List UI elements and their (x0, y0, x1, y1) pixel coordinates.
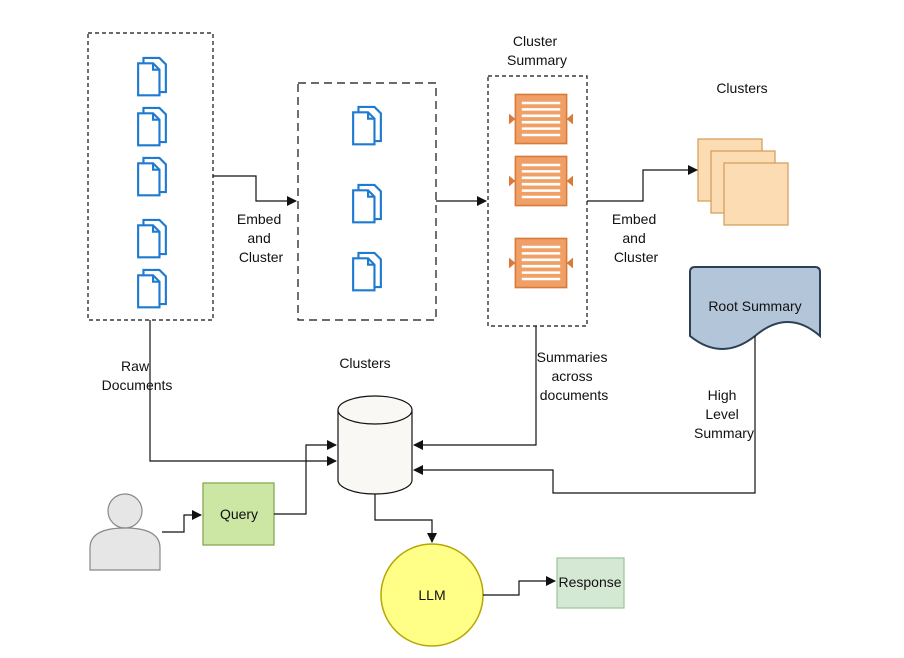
embed-cluster-label-2: Embed and Cluster (612, 211, 660, 265)
document-icon (352, 105, 382, 146)
root-summary-label: Root Summary (708, 298, 801, 314)
connector-query-to-database (274, 440, 337, 515)
cluster-summary-title: Cluster Summary (507, 33, 567, 68)
connector-database-to-llm (374, 494, 437, 543)
root-summary-shape (689, 266, 821, 350)
summary-icon (509, 155, 573, 207)
user-icon (89, 493, 161, 571)
summary-icon (509, 237, 573, 289)
raw-documents-label: Raw Documents (102, 358, 173, 393)
clusters-database-icon (337, 395, 413, 495)
connector-llm-to-response (483, 576, 556, 596)
connector-summary-to-clusters (587, 165, 698, 202)
response-label: Response (558, 574, 621, 590)
embedded-documents-box (297, 82, 437, 321)
summary-icon (509, 93, 573, 145)
clusters-top-label: Clusters (716, 80, 767, 96)
clusters-stack-icon (697, 138, 789, 226)
connector-user-to-query (162, 510, 202, 533)
document-icon (137, 268, 167, 309)
llm-label: LLM (418, 587, 445, 603)
document-icon (137, 218, 167, 259)
query-box (202, 482, 275, 546)
document-icon (137, 106, 167, 147)
embed-cluster-label-1: Embed and Cluster (237, 211, 285, 265)
connector-summaries-to-database (413, 326, 537, 450)
query-label: Query (220, 506, 258, 522)
clusters-db-label: Clusters (339, 355, 390, 371)
connector-raw-to-database (149, 320, 337, 466)
document-icon (352, 183, 382, 224)
connector-raw-to-embed (213, 175, 297, 206)
document-icon (352, 251, 382, 292)
connector-root-to-database (413, 336, 756, 494)
document-icon (137, 56, 167, 97)
document-icon (137, 156, 167, 197)
summaries-across-label: Summaries across documents (537, 349, 612, 403)
response-box (556, 557, 625, 609)
high-level-summary-label: High Level Summary (694, 387, 754, 441)
